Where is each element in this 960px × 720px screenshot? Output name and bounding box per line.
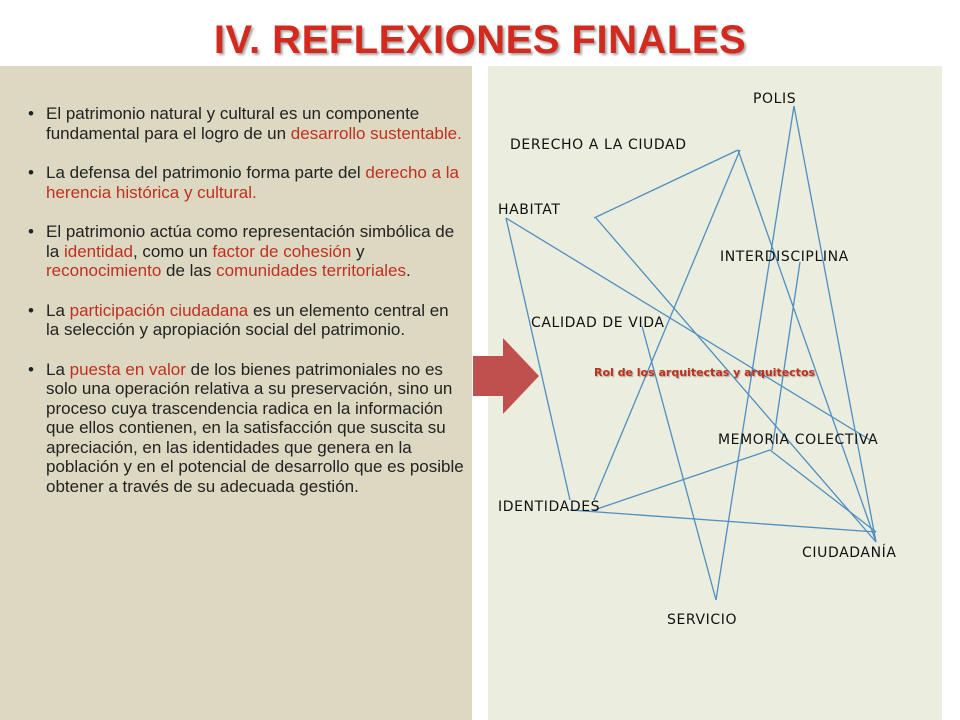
- bullet-text: y: [351, 241, 365, 261]
- bullet-text: La: [46, 359, 70, 379]
- bullet-dot-icon: •: [28, 300, 34, 320]
- bullet-text: .: [406, 261, 411, 280]
- bullet-text: La defensa del patrimonio forma parte de…: [46, 163, 366, 182]
- right-diagram-panel: [488, 66, 942, 720]
- term-ciudadania: CIUDADANÍA: [802, 545, 897, 561]
- bullet-list: • El patrimonio natural y cultural es un …: [26, 104, 466, 516]
- term-calidad-de-vida: CALIDAD DE VIDA: [531, 315, 665, 331]
- left-text-panel: [0, 66, 472, 720]
- right-arrow-icon: [473, 338, 539, 414]
- term-servicio: SERVICIO: [667, 612, 738, 628]
- highlight-text: factor de cohesión: [212, 241, 352, 261]
- highlight-text: reconocimiento: [46, 261, 162, 280]
- link-line: [593, 149, 741, 501]
- bullet-item: • La participación ciudadana es un elemen…: [26, 301, 466, 340]
- link-line: [595, 217, 877, 543]
- center-role-label: Rol de los arquitectas y arquitectos: [594, 366, 816, 379]
- link-line: [505, 217, 571, 501]
- highlight-text: derecho a la herencia histórica y cultur…: [46, 163, 459, 202]
- bullet-item: • El patrimonio actúa como representación…: [26, 222, 466, 281]
- term-polis: POLIS: [753, 91, 797, 107]
- bullet-text: El patrimonio actúa como representación …: [46, 222, 455, 261]
- highlight-text: identidad: [63, 241, 133, 261]
- link-line: [593, 449, 771, 511]
- highlight-text: comunidades territoriales: [216, 261, 407, 280]
- bullet-dot-icon: •: [28, 104, 34, 123]
- bullet-dot-icon: •: [28, 222, 34, 241]
- bullet-text: es un elemento central en la selección y…: [46, 300, 449, 340]
- link-line: [505, 217, 871, 441]
- link-line: [641, 325, 717, 601]
- link-line: [569, 509, 877, 533]
- highlight-text: participación ciudadana: [69, 300, 249, 320]
- highlight-text: desarrollo sustentable.: [290, 123, 462, 143]
- bullet-text: de los bienes patrimoniales no es solo u…: [46, 359, 464, 496]
- link-line: [769, 449, 877, 533]
- bullet-text: , como un: [132, 241, 213, 261]
- slide-title: IV. REFLEXIONES FINALES: [213, 18, 747, 62]
- term-memoria-colectiva: MEMORIA COLECTIVA: [718, 432, 879, 448]
- link-line: [737, 149, 877, 543]
- bullet-dot-icon: •: [28, 359, 34, 379]
- bullet-item: • El patrimonio natural y cultural es un …: [26, 104, 466, 143]
- bullet-text: La: [46, 300, 70, 320]
- link-line: [793, 105, 877, 543]
- link-line: [715, 105, 795, 601]
- link-line: [771, 261, 801, 451]
- term-identidades: IDENTIDADES: [498, 499, 601, 515]
- term-derecho-a-la-ciudad: DERECHO A LA CIUDAD: [510, 137, 687, 153]
- bullet-dot-icon: •: [28, 163, 34, 182]
- concept-links: [505, 105, 877, 601]
- bullet-text: El patrimonio natural y cultural es un c…: [46, 104, 420, 143]
- bullet-text: de las: [161, 261, 217, 280]
- term-habitat: HABITAT: [498, 202, 561, 218]
- link-line: [593, 149, 739, 219]
- highlight-text: puesta en valor: [69, 359, 186, 379]
- bullet-item: • La defensa del patrimonio forma parte d…: [26, 163, 466, 202]
- bullet-item: • La puesta en valor de los bienes patrim…: [26, 360, 466, 497]
- term-interdisciplina: INTERDISCIPLINA: [720, 249, 849, 265]
